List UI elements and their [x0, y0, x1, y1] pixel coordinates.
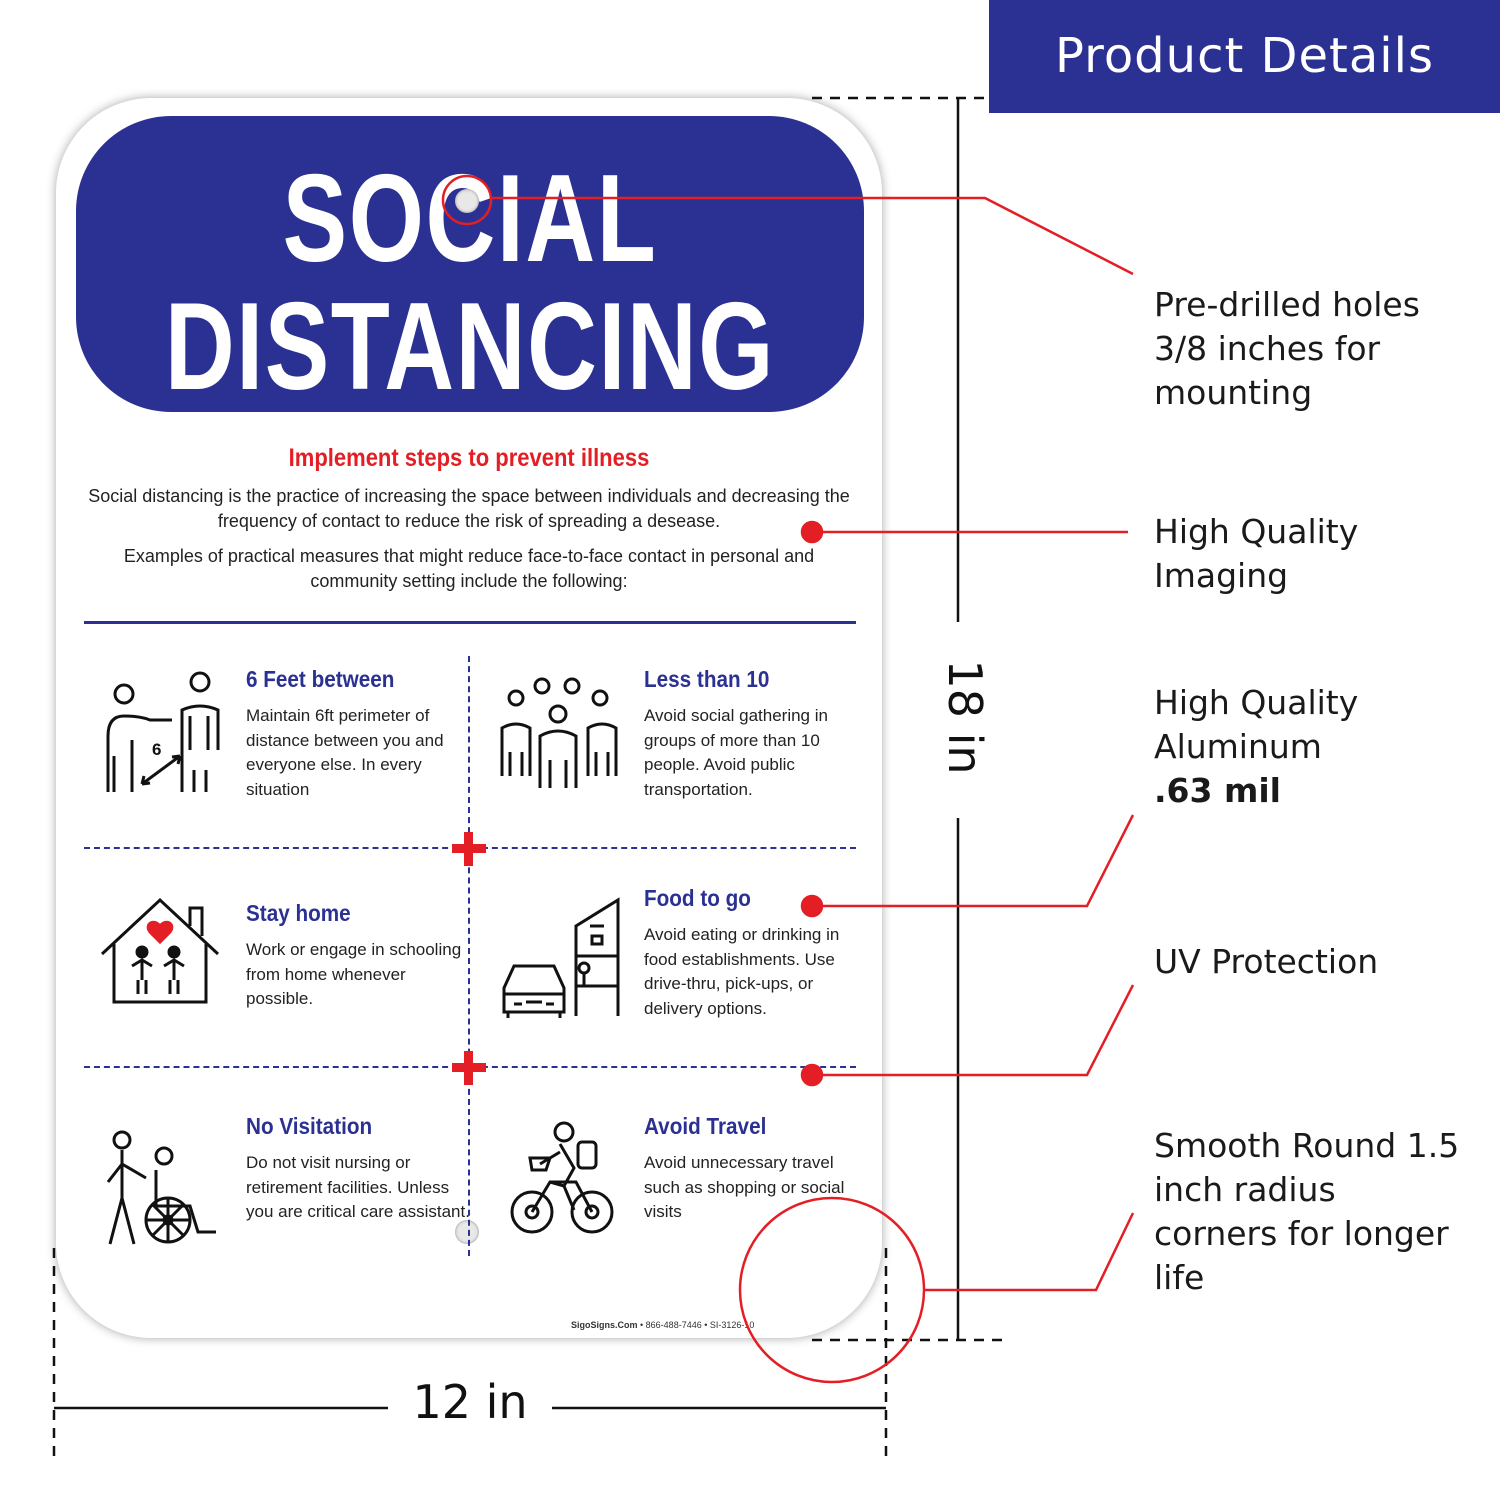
- sign-paragraph-2: Examples of practical measures that migh…: [123, 546, 815, 591]
- cell-text-less-than-10: Avoid social gathering in groups of more…: [644, 706, 828, 799]
- wheelchair-icon: [106, 1130, 216, 1245]
- callout-aluminum-spec: .63 mil: [1154, 771, 1281, 810]
- cell-title-stay-home: Stay home: [246, 900, 351, 926]
- sign-panel: SOCIAL DISTANCING Implement steps to pre…: [56, 98, 882, 1338]
- plus-sign-2-v: [464, 1051, 473, 1085]
- height-dimension-label: 18 in: [938, 659, 992, 775]
- cell-title-less-than-10: Less than 10: [644, 666, 770, 692]
- callout-holes: Pre-drilled holes 3/8 inches for mountin…: [1154, 285, 1420, 412]
- mounting-hole-top: [455, 189, 479, 213]
- aluminum-leader: [812, 814, 1135, 908]
- cell-text-stay-home: Work or engage in schooling from home wh…: [246, 940, 462, 1008]
- holes-leader: [490, 196, 1134, 276]
- distance-people-icon: [106, 671, 220, 792]
- uv-leader: [812, 984, 1135, 1077]
- callout-aluminum-label: High Quality Aluminum: [1154, 683, 1359, 766]
- corners-leader: [924, 1212, 1135, 1292]
- cell-title-no-visitation: No Visitation: [246, 1113, 373, 1139]
- hole-highlight-circle: [441, 174, 493, 226]
- sign-paragraph-1: Social distancing is the practice of inc…: [88, 486, 850, 531]
- width-dimension-label: 12 in: [412, 1375, 528, 1429]
- callout-uv: UV Protection: [1154, 942, 1379, 981]
- callout-imaging: High Quality Imaging: [1154, 512, 1359, 595]
- grid-dash-vertical: [468, 656, 470, 1256]
- cell-title-food-to-go: Food to go: [644, 885, 751, 911]
- footer-brand: SigoSigns.Com: [571, 1320, 638, 1330]
- cell-text-no-visitation: Do not visit nursing or retirement facil…: [246, 1153, 470, 1221]
- cell-title-avoid-travel: Avoid Travel: [644, 1113, 767, 1139]
- distance-marker: 6: [152, 740, 162, 759]
- cell-text-avoid-travel: Avoid unnecessary travel such as shoppin…: [644, 1153, 845, 1221]
- sign-title-line1: SOCIAL: [282, 150, 658, 288]
- product-details-header: Product Details: [989, 0, 1500, 113]
- drive-thru-icon: [502, 897, 620, 1018]
- cell-text-food-to-go: Avoid eating or drinking in food establi…: [644, 925, 840, 1018]
- sign-subheading: Implement steps to prevent illness: [288, 444, 650, 472]
- corner-highlight-circle: [738, 1196, 926, 1384]
- sign-title-line2: DISTANCING: [164, 278, 776, 416]
- plus-sign-1-v: [464, 832, 473, 866]
- callout-corners: Smooth Round 1.5 inch radius corners for…: [1154, 1126, 1460, 1297]
- house-family-icon: [100, 897, 220, 1004]
- sign-title-banner: SOCIAL DISTANCING: [76, 116, 864, 416]
- cell-title-6-feet: 6 Feet between: [246, 666, 395, 692]
- cell-text-6-feet: Maintain 6ft perimeter of distance betwe…: [246, 706, 444, 799]
- cyclist-icon: [510, 1121, 614, 1234]
- footer-contact: • 866-488-7446 • SI-3126-10: [637, 1320, 755, 1330]
- mounting-hole-bottom: [455, 1220, 479, 1244]
- sign-divider: [84, 621, 856, 624]
- crowd-icon: [500, 677, 618, 788]
- callout-aluminum: High Quality Aluminum .63 mil: [1154, 681, 1454, 813]
- sign-footer: SigoSigns.Com • 866-488-7446 • SI-3126-1…: [571, 1320, 754, 1330]
- product-details-title: Product Details: [1055, 28, 1434, 84]
